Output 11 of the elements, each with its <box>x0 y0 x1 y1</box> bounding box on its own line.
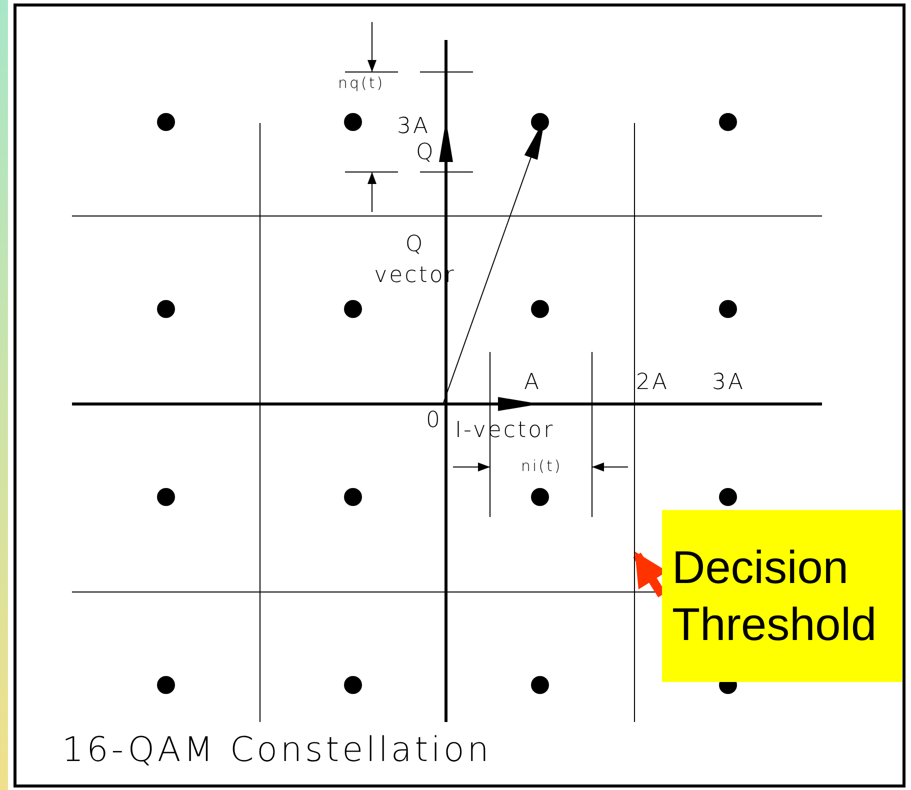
caption: 16-QAM Constellation <box>62 733 492 767</box>
axis-label: Q <box>416 142 436 164</box>
axis-value: A <box>524 372 542 394</box>
callout-box: Decision Threshold <box>662 510 902 682</box>
axis-value: 2A <box>636 372 670 394</box>
threshold-line <box>634 123 637 722</box>
axis-value: 3A <box>712 372 746 394</box>
origin-label: 0 <box>426 410 442 432</box>
axis-value: 3A <box>397 116 430 138</box>
dimension-label: ni(t) <box>521 459 562 474</box>
dimension-label: nq(t) <box>338 76 385 91</box>
